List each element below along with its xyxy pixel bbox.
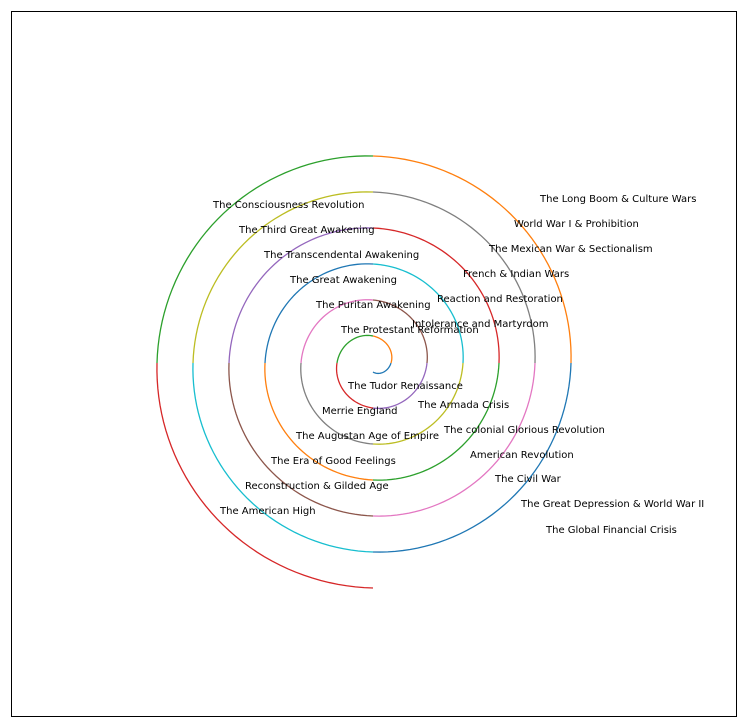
segment-label-the-great-awakening: The Great Awakening	[289, 275, 397, 286]
segment-label-the-armada-crisis: The Armada Crisis	[417, 400, 509, 411]
spiral-segment-french-indian-wars	[264, 263, 374, 364]
segment-label-french-indian-wars: French & Indian Wars	[463, 269, 569, 280]
spiral-segment-the-great-awakening	[372, 263, 464, 364]
spiral-segment-american-revolution	[264, 362, 374, 481]
spiral-segment-the-armada-crisis	[335, 362, 374, 409]
spiral-segment-the-consciousness-revolution	[372, 155, 572, 364]
spiral-segment-reaction-and-restoration	[300, 299, 374, 364]
spiral-segment-the-american-high	[372, 362, 572, 553]
segment-label-the-civil-war: The Civil War	[494, 474, 562, 485]
spiral-segments	[156, 155, 572, 589]
segment-labels: The Tudor Renaissance The Protestant Refo…	[212, 194, 704, 536]
segment-label-the-tudor-renaissance: The Tudor Renaissance	[347, 381, 463, 392]
spiral-segment-world-war-i-prohibition	[192, 191, 374, 364]
spiral-segment-reconstruction-gilded-age	[372, 362, 536, 517]
spiral-segment-the-tudor-renaissance	[372, 362, 392, 375]
segment-label-the-protestant-reformation: The Protestant Reformation	[340, 325, 479, 336]
segment-label-the-mexican-war-sectionalism: The Mexican War & Sectionalism	[488, 244, 653, 255]
spiral-segment-the-augustan-age-of-empire	[372, 362, 464, 445]
spiral-segment-the-puritan-awakening	[372, 299, 428, 364]
spiral-segment-merrie-england	[372, 362, 428, 410]
segment-label-the-colonial-glorious-revolution: The colonial Glorious Revolution	[443, 425, 605, 436]
segment-label-the-great-depression-world-war-ii: The Great Depression & World War II	[520, 499, 704, 510]
spiral-segment-the-protestant-reformation	[372, 335, 393, 364]
spiral-segment-the-great-depression-world-war-ii	[192, 362, 374, 553]
segment-label-reconstruction-gilded-age: Reconstruction & Gilded Age	[245, 481, 389, 492]
spiral-segment-the-era-of-good-feelings	[372, 362, 500, 481]
spiral-segment-the-global-financial-crisis	[156, 362, 374, 589]
segment-label-the-american-high: The American High	[219, 506, 316, 517]
spiral-segment-the-transcendental-awakening	[372, 227, 500, 364]
segment-label-the-long-boom-culture-wars: The Long Boom & Culture Wars	[539, 194, 696, 205]
plot-frame	[11, 11, 737, 717]
spiral-segment-the-third-great-awakening	[372, 191, 536, 364]
spiral-segment-intolerance-and-martyrdom	[336, 334, 374, 364]
segment-label-merrie-england: Merrie England	[322, 406, 398, 417]
segment-label-intolerance-and-martyrdom: Intolerance and Martyrdom	[412, 319, 549, 330]
segment-label-the-era-of-good-feelings: The Era of Good Feelings	[270, 456, 396, 467]
segment-label-american-revolution: American Revolution	[470, 450, 574, 461]
segment-label-the-consciousness-revolution: The Consciousness Revolution	[212, 200, 364, 211]
segment-label-the-global-financial-crisis: The Global Financial Crisis	[545, 525, 677, 536]
segment-label-the-transcendental-awakening: The Transcendental Awakening	[263, 250, 419, 261]
spiral-segment-the-mexican-war-sectionalism	[228, 227, 374, 364]
spiral-segment-the-long-boom-culture-wars	[156, 155, 374, 364]
spiral-segment-the-civil-war	[228, 362, 374, 517]
segment-label-the-puritan-awakening: The Puritan Awakening	[315, 300, 431, 311]
segment-label-world-war-i-prohibition: World War I & Prohibition	[514, 219, 639, 230]
spiral-segment-the-colonial-glorious-revolution	[300, 362, 374, 445]
segment-label-reaction-and-restoration: Reaction and Restoration	[437, 294, 563, 305]
segment-label-the-augustan-age-of-empire: The Augustan Age of Empire	[295, 431, 439, 442]
segment-label-the-third-great-awakening: The Third Great Awakening	[238, 225, 375, 236]
